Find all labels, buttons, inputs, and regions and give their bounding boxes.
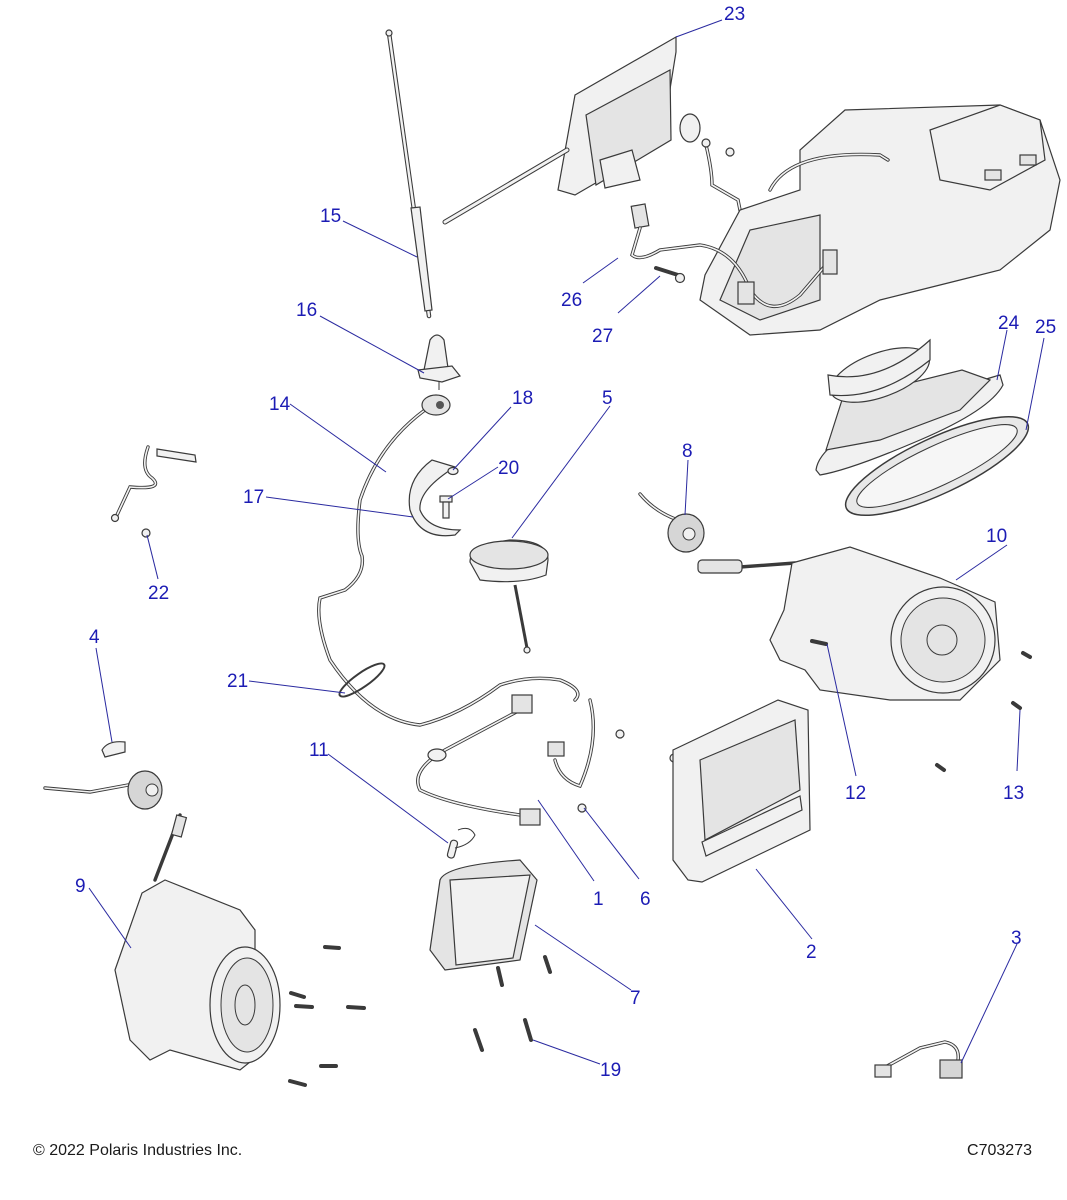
antenna-mast[interactable]: [385, 29, 433, 319]
tweeter-clip[interactable]: [101, 741, 126, 758]
callout-18: 18: [512, 388, 533, 409]
harness-connector[interactable]: [416, 694, 595, 826]
antenna-base[interactable]: [417, 334, 462, 390]
screw-27[interactable]: [654, 266, 686, 284]
callout-19: 19: [600, 1060, 621, 1081]
callout-17: 17: [243, 487, 264, 508]
diagram-code: C703273: [967, 1142, 1032, 1159]
callout-7: 7: [630, 988, 641, 1009]
right-speaker-enclosure[interactable]: [697, 546, 1001, 701]
callout-12: 12: [845, 783, 866, 804]
amplifier[interactable]: [429, 859, 538, 971]
screw-12[interactable]: [810, 639, 828, 646]
callout-23: 23: [724, 4, 745, 25]
antenna-cable[interactable]: [317, 394, 580, 727]
callout-27: 27: [592, 326, 613, 347]
cable-tie[interactable]: [336, 659, 388, 701]
callout-24: 24: [998, 313, 1020, 334]
gps-antenna[interactable]: [469, 539, 549, 654]
callout-5: 5: [602, 388, 613, 409]
callout-15: 15: [320, 206, 341, 227]
bracket[interactable]: [408, 459, 462, 537]
callout-2: 2: [806, 942, 817, 963]
callout-1: 1: [593, 889, 604, 910]
wire-harness[interactable]: [630, 203, 838, 309]
leader-lines: [88, 19, 1045, 1065]
adapter-harness[interactable]: [874, 1040, 963, 1079]
screw-22[interactable]: [141, 528, 151, 538]
tweeter-right[interactable]: [638, 492, 705, 553]
callout-9: 9: [75, 876, 86, 897]
callout-6: 6: [640, 889, 651, 910]
callout-10: 10: [986, 526, 1007, 547]
copyright-notice: © 2022 Polaris Industries Inc.: [33, 1142, 243, 1159]
washer[interactable]: [447, 466, 459, 476]
callout-14: 14: [269, 394, 291, 415]
speaker-bezel[interactable]: [835, 398, 1040, 533]
callout-3: 3: [1011, 928, 1022, 949]
display-unit[interactable]: [672, 699, 811, 883]
tweeter-left[interactable]: [43, 770, 163, 810]
left-speaker-enclosure[interactable]: [114, 813, 281, 1071]
fuse-link[interactable]: [446, 827, 476, 859]
callout-8: 8: [682, 441, 693, 462]
screw-set-left[interactable]: [288, 945, 366, 1087]
callout-20: 20: [498, 458, 519, 479]
callout-26: 26: [561, 290, 582, 311]
callout-4: 4: [89, 627, 100, 648]
callout-13: 13: [1003, 783, 1024, 804]
callout-25: 25: [1035, 317, 1056, 338]
dash-housing: [699, 104, 1061, 336]
bolt[interactable]: [439, 495, 453, 519]
callout-21: 21: [227, 671, 248, 692]
callout-11: 11: [309, 740, 329, 761]
callouts: 23 15 16 26 27 24 25 14 18 5 20 8 17 10 …: [75, 4, 1056, 1081]
screw-13[interactable]: [935, 651, 1032, 772]
head-unit[interactable]: [442, 35, 747, 237]
ground-strap[interactable]: [110, 445, 197, 523]
callout-22: 22: [148, 583, 169, 604]
callout-16: 16: [296, 300, 317, 321]
coaxial-speaker[interactable]: [815, 337, 1004, 476]
screw-19[interactable]: [473, 955, 552, 1052]
